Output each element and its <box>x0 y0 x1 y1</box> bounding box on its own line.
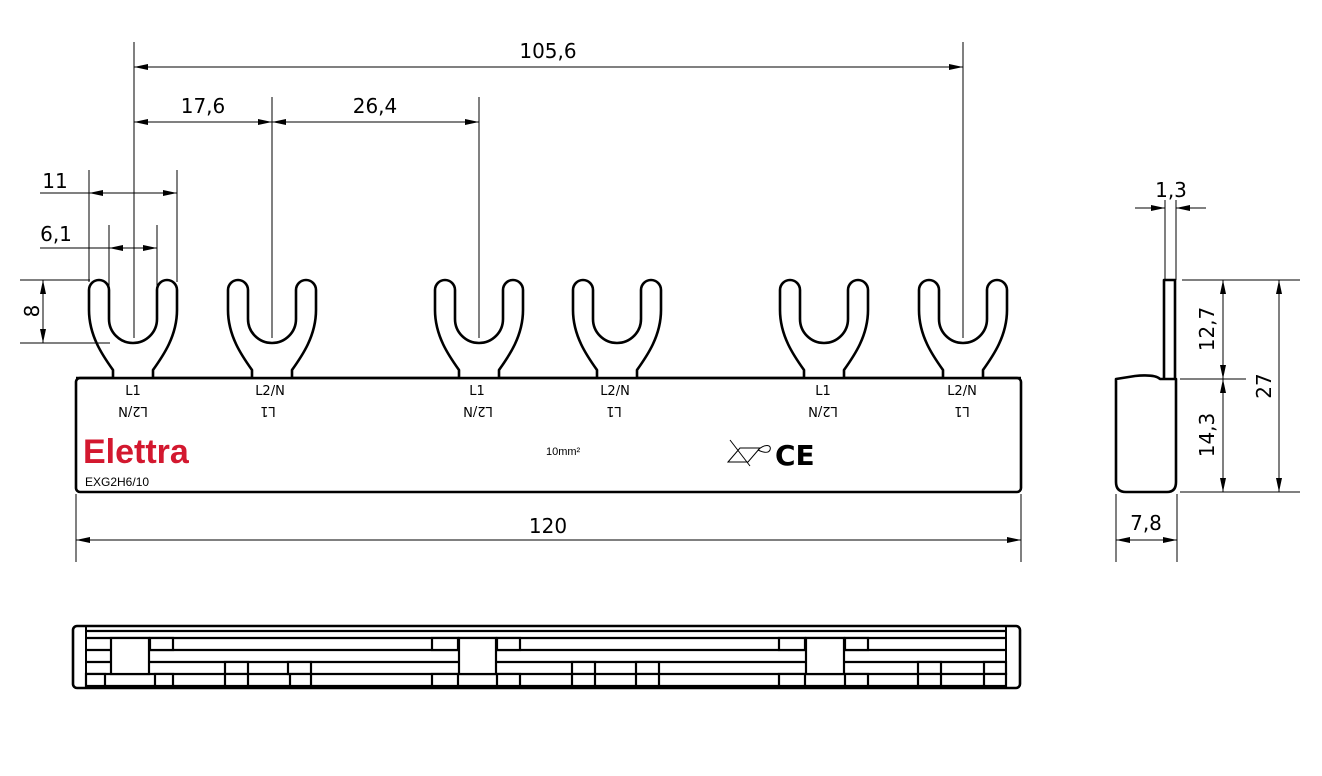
terminal-1-top: L1 <box>125 384 141 399</box>
terminal-6-bottom: L1 <box>954 403 970 418</box>
terminal-2-top: L2/N <box>255 384 285 399</box>
bottom-view <box>71 624 1022 690</box>
dim-lug-height: 12,7 <box>1195 307 1219 352</box>
dim-lug-thickness: 1,3 <box>1155 178 1187 202</box>
front-view: L1 L2/N L2/N L1 L1 L2/N L2/N L1 L1 L2/N … <box>74 278 1023 494</box>
terminal-4-top: L2/N <box>600 384 630 399</box>
side-dimensions <box>1115 200 1300 562</box>
dim-fork-slot-depth: 8 <box>20 305 44 318</box>
dim-body-width: 7,8 <box>1130 511 1162 535</box>
no-tool-symbol-icon <box>726 439 771 467</box>
terminal-3-bottom: L2/N <box>463 403 493 418</box>
dim-total-length: 120 <box>529 514 567 538</box>
forks <box>87 278 1009 381</box>
dim-fork-outer-width: 11 <box>42 169 67 193</box>
fork-terminal-1 <box>87 278 179 381</box>
cross-section-label: 10mm² <box>546 446 581 458</box>
dim-total-height: 27 <box>1252 373 1276 398</box>
dim-pitch-a: 17,6 <box>181 94 226 118</box>
terminal-2-bottom: L1 <box>260 403 276 418</box>
terminal-6-top: L2/N <box>947 384 977 399</box>
side-body <box>1114 374 1178 494</box>
terminal-5-bottom: L2/N <box>808 403 838 418</box>
terminal-5-top: L1 <box>815 384 831 399</box>
model-number: EXG2H6/10 <box>85 475 149 489</box>
ce-mark: CE <box>775 439 815 472</box>
dim-fork-slot-width: 6,1 <box>40 222 72 246</box>
front-dimensions <box>20 42 1022 562</box>
side-lug <box>1162 278 1177 382</box>
brand-logo: Elettra <box>83 433 190 471</box>
terminal-1-bottom: L2/N <box>118 403 148 418</box>
dim-overall-pitch: 105,6 <box>519 39 576 63</box>
terminal-3-top: L1 <box>469 384 485 399</box>
fork-terminal-4 <box>571 278 663 381</box>
dim-body-height: 14,3 <box>1195 413 1219 458</box>
dim-pitch-b: 26,4 <box>353 94 398 118</box>
side-view <box>1114 278 1178 494</box>
terminal-4-bottom: L1 <box>606 403 622 418</box>
fork-terminal-5 <box>778 278 870 381</box>
terminal-labels: L1 L2/N L2/N L1 L1 L2/N L2/N L1 L1 L2/N … <box>118 384 977 418</box>
busbar-body <box>74 376 1023 494</box>
